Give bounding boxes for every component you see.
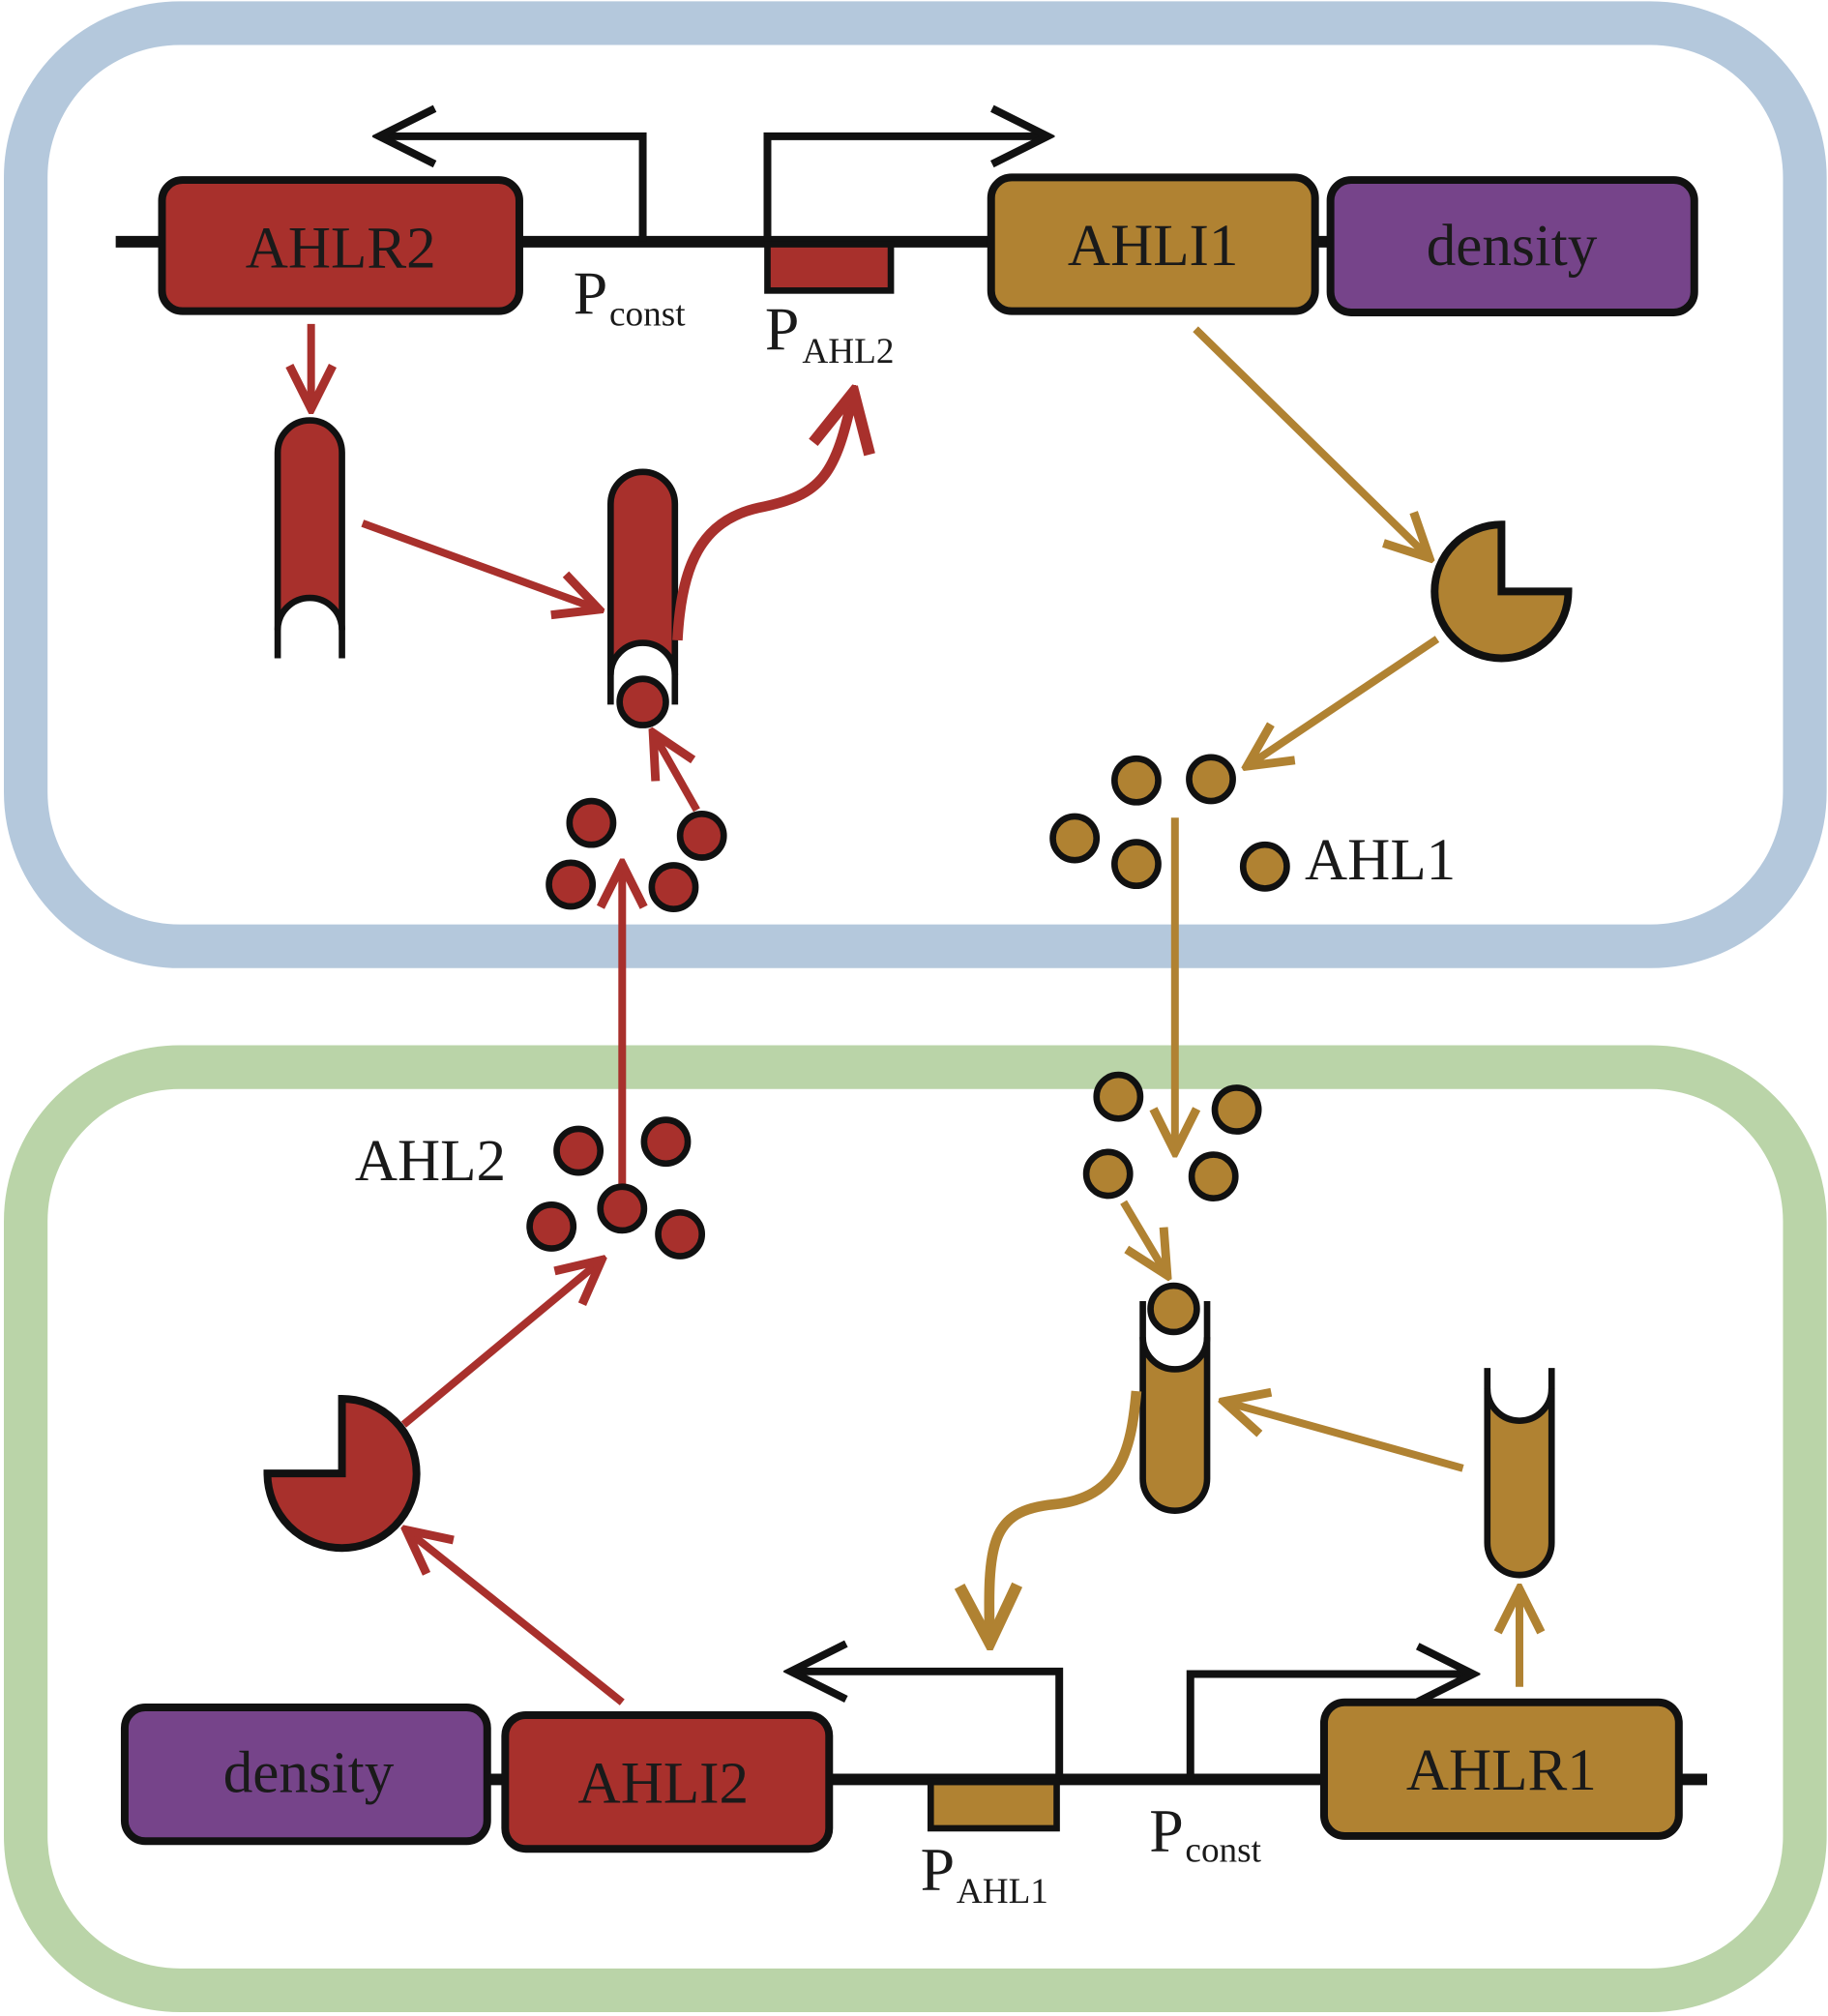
pconst-sub-label-bottom: const bbox=[1185, 1831, 1261, 1871]
arrow-receptor-binding-bottom bbox=[1224, 1402, 1464, 1472]
ahl2-molecule bbox=[553, 1125, 604, 1176]
ahl2-molecules-bottom bbox=[526, 1116, 706, 1260]
gene-density-top-label: density bbox=[1427, 214, 1598, 279]
receptor-ahlr2-bound bbox=[607, 468, 679, 728]
ahl1-label: AHL1 bbox=[1305, 828, 1456, 893]
ahl2-molecule bbox=[566, 797, 617, 848]
ahl1-bound-molecule bbox=[1147, 1282, 1200, 1336]
pconst-promoter-arrow-bottom bbox=[1186, 1674, 1473, 1780]
arrow-ahli2-expression bbox=[406, 1530, 625, 1705]
ahl1-molecule bbox=[1111, 755, 1162, 806]
gene-ahlr2-label: AHLR2 bbox=[246, 216, 436, 281]
receptor-ahlr1-free bbox=[1484, 1368, 1555, 1579]
gene-ahli2-label: AHLI2 bbox=[578, 1751, 750, 1816]
ahl1-molecules-bottom bbox=[1082, 1071, 1262, 1202]
gene-ahli1-label: AHLI1 bbox=[1068, 214, 1239, 279]
ahl1-molecule bbox=[1188, 1151, 1239, 1202]
pconst-sub-label-top: const bbox=[609, 294, 686, 334]
arrow-ahl1-synthesis bbox=[1247, 636, 1440, 767]
top-cell: AHLR2 AHLI1 density P const P AHL2 bbox=[115, 136, 1698, 912]
pahl2-label: P bbox=[765, 295, 799, 364]
ahl2-molecules-top bbox=[545, 797, 727, 912]
pahl1-promoter-arrow bbox=[790, 1672, 1064, 1780]
ahl1-molecule bbox=[1049, 813, 1101, 864]
arrow-activation-pahl2 bbox=[672, 392, 853, 641]
pahl1-sub-label: AHL1 bbox=[957, 1872, 1048, 1912]
synthase-ahli1 bbox=[1430, 520, 1573, 663]
gene-ahlr2: AHLR2 bbox=[158, 176, 523, 315]
gene-density-bottom-label: density bbox=[223, 1741, 395, 1806]
ahl2-molecule bbox=[648, 862, 699, 912]
ahl2-label: AHL2 bbox=[355, 1129, 506, 1194]
ahl2-molecule bbox=[545, 859, 597, 910]
pahl2-sub-label: AHL2 bbox=[802, 332, 894, 371]
ahl1-molecule bbox=[1082, 1148, 1134, 1200]
ahl2-molecule bbox=[640, 1116, 692, 1168]
arrow-activation-pahl1 bbox=[989, 1390, 1142, 1644]
ahl1-molecule bbox=[1211, 1084, 1262, 1135]
pahl1-label: P bbox=[921, 1835, 955, 1904]
ahl2-molecule bbox=[676, 810, 727, 861]
ahl2-bound-molecule bbox=[616, 675, 669, 728]
ahl2-molecule bbox=[597, 1183, 648, 1234]
gene-density-top: density bbox=[1326, 176, 1698, 316]
receptor-ahlr1-bound bbox=[1139, 1282, 1211, 1514]
pconst-label-bottom: P bbox=[1149, 1796, 1183, 1865]
pconst-promoter-arrow-top bbox=[379, 136, 647, 242]
pahl1-operator-box bbox=[927, 1778, 1060, 1832]
ahl1-molecule bbox=[1239, 841, 1290, 892]
gene-density-bottom: density bbox=[120, 1704, 491, 1846]
arrow-ahl1-binding-bottom bbox=[1120, 1200, 1167, 1276]
arrow-ahl2-binding-top bbox=[653, 733, 700, 813]
pahl2-promoter-arrow-top bbox=[763, 136, 1047, 242]
ahl1-molecule bbox=[1111, 839, 1162, 890]
receptor-ahlr2-free bbox=[274, 417, 345, 659]
ahl1-molecule bbox=[1093, 1071, 1144, 1122]
ahl2-molecule bbox=[655, 1209, 706, 1260]
gene-ahli2: AHLI2 bbox=[501, 1711, 834, 1853]
bottom-cell: AHL2 bbox=[120, 1071, 1708, 1912]
ahl1-molecule bbox=[1186, 754, 1236, 805]
arrow-ahl2-synthesis bbox=[400, 1260, 602, 1428]
gene-ahli1: AHLI1 bbox=[987, 173, 1319, 315]
arrow-ahli1-expression bbox=[1193, 326, 1430, 558]
pconst-label-top: P bbox=[574, 258, 607, 327]
gene-ahlr1: AHLR1 bbox=[1319, 1698, 1683, 1840]
pahl2-operator-box bbox=[764, 241, 895, 294]
synthase-ahli2 bbox=[263, 1395, 421, 1553]
arrow-receptor-binding-top bbox=[361, 519, 600, 609]
gene-ahlr1-label: AHLR1 bbox=[1406, 1738, 1597, 1803]
ahl1-molecules-top bbox=[1049, 754, 1290, 892]
ahl2-molecule bbox=[526, 1201, 577, 1252]
